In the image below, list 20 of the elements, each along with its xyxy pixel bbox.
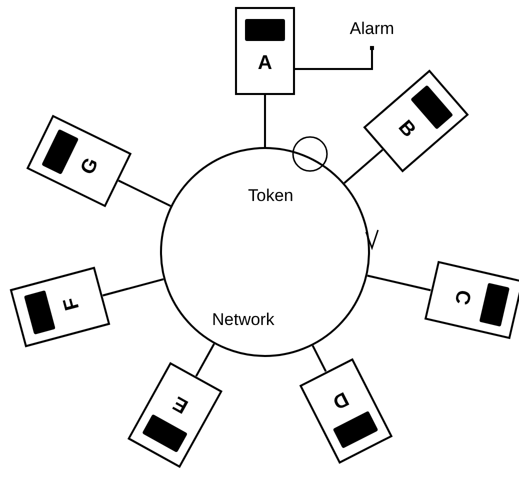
token-label: Token [248, 187, 294, 204]
station-box [235, 7, 295, 95]
connector-line [344, 148, 384, 184]
connector-line [264, 95, 266, 147]
station-letter: D [329, 388, 352, 412]
connector-line [102, 278, 164, 296]
station-letter: G [77, 155, 102, 178]
connector-line [118, 180, 172, 207]
station-letter: B [394, 116, 420, 141]
station-letter: A [258, 53, 272, 73]
alarm-wire [295, 46, 374, 70]
connector-line [312, 345, 327, 372]
connector-line [367, 274, 431, 292]
network-ring [160, 147, 370, 357]
station-letter: C [450, 288, 474, 307]
station-letter: E [170, 392, 192, 416]
connector-line [195, 343, 215, 377]
station-letter: F [60, 295, 84, 312]
alarm-label: Alarm [342, 16, 402, 40]
ring-label: Network [212, 311, 274, 328]
